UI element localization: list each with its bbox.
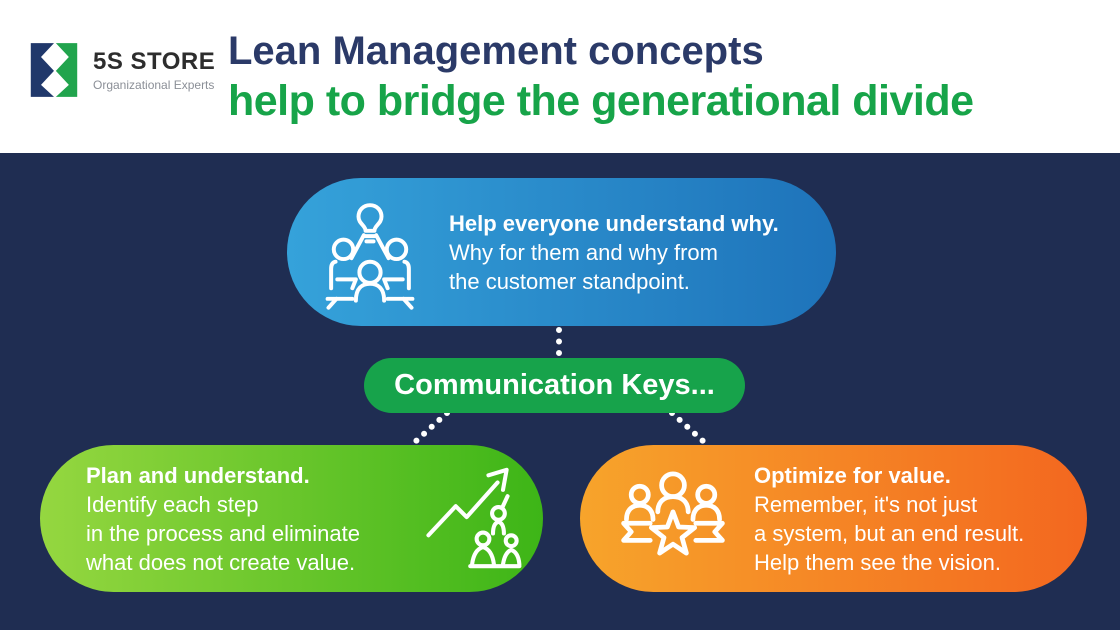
card-text: Plan and understand. Identify each step …: [86, 461, 543, 577]
header: 5S STORE Organizational Experts Lean Man…: [0, 0, 1120, 153]
connector-center-to-left: [413, 410, 450, 444]
card-line: Help them see the vision.: [754, 549, 1002, 575]
card-line: in the process and eliminate: [86, 520, 360, 546]
card-line: Why for them and why from: [449, 239, 718, 265]
card-line: what does not create value.: [86, 549, 356, 575]
card-title: Plan and understand.: [86, 462, 310, 488]
page-title: Lean Management concepts help to bridge …: [228, 26, 974, 126]
card-line: Remember, it's not just: [754, 491, 978, 517]
growth-teamwork-icon: [426, 467, 522, 569]
team-brainstorm-icon: [325, 203, 415, 310]
connector-center-to-right: [669, 410, 706, 444]
card-plan-understand: Plan and understand. Identify each step …: [40, 445, 543, 592]
card-communication-keys: Communication Keys...: [364, 358, 745, 413]
dotted-connectors: [413, 327, 706, 444]
card-title: Help everyone understand why.: [449, 210, 779, 236]
card-line: the customer standpoint.: [449, 268, 690, 294]
title-line-1: Lean Management concepts: [228, 29, 764, 73]
card-text: Optimize for value. Remember, it's not j…: [754, 461, 1024, 577]
brand-tagline: Organizational Experts: [93, 77, 215, 92]
title-line-2: help to bridge the generational divide: [228, 77, 974, 125]
team-star-icon: [621, 471, 725, 555]
card-title: Optimize for value.: [754, 462, 951, 488]
card-text: Help everyone understand why. Why for th…: [449, 209, 779, 296]
brand-logo: 5S STORE Organizational Experts: [28, 40, 215, 100]
5s-store-logo-icon: [30, 43, 78, 97]
card-line: Identify each step: [86, 491, 259, 517]
communication-keys-label: Communication Keys...: [394, 369, 715, 401]
logo-text: 5S STORE Organizational Experts: [93, 47, 216, 92]
card-understand-why: Help everyone understand why. Why for th…: [287, 178, 836, 326]
diagram-canvas: Help everyone understand why. Why for th…: [0, 153, 1120, 630]
card-line: a system, but an end result.: [754, 520, 1025, 546]
brand-name: 5S STORE: [93, 47, 216, 75]
card-optimize-value: Optimize for value. Remember, it's not j…: [580, 445, 1087, 592]
